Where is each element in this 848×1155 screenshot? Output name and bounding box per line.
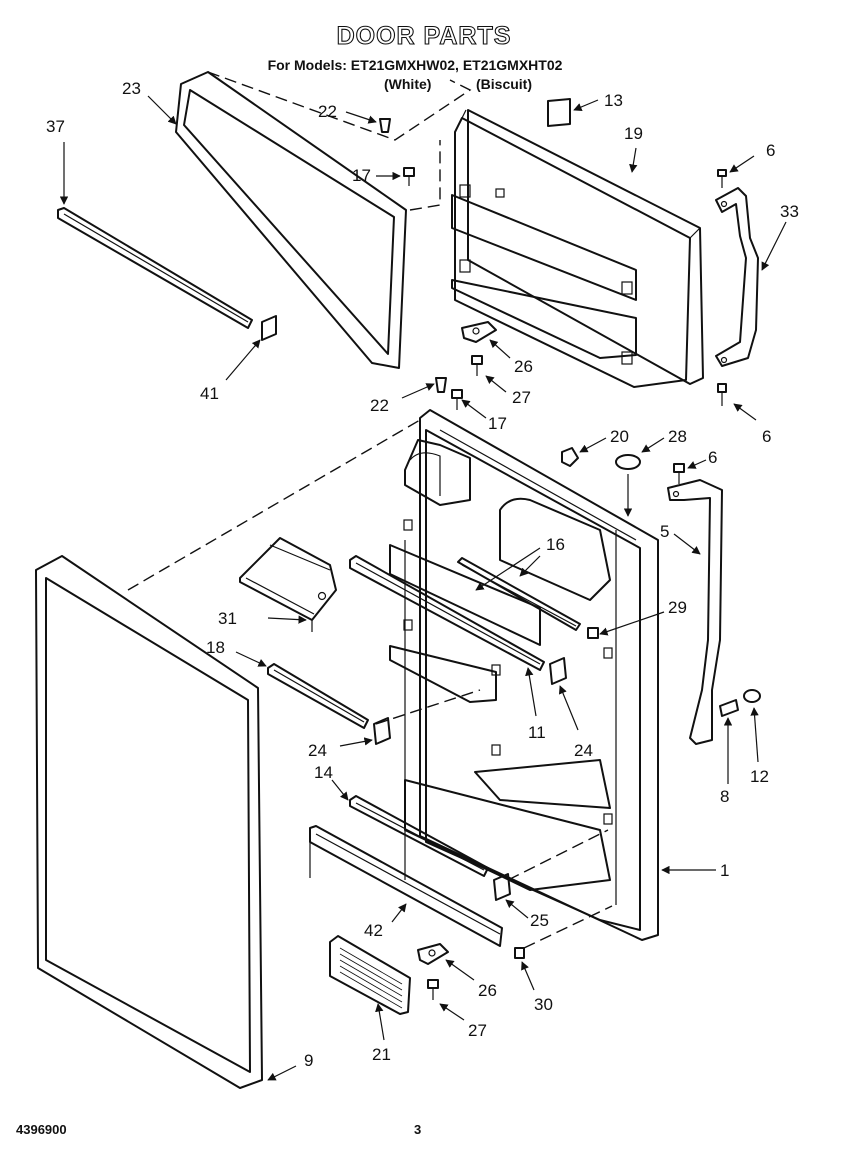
bar-14 xyxy=(349,795,489,877)
callout-26-lower: 26 xyxy=(478,981,497,1000)
callout-23: 23 xyxy=(122,79,141,98)
callout-22-upper: 22 xyxy=(318,102,337,121)
plug-12 xyxy=(743,689,761,703)
dashed-guide-9 xyxy=(127,419,421,591)
bottom-hinge xyxy=(417,943,449,1000)
dashed-guide-24 xyxy=(375,689,481,725)
hinge-bushing-upper xyxy=(379,118,391,133)
callout-20: 20 xyxy=(610,427,629,446)
variant-biscuit-label: (Biscuit) xyxy=(476,76,532,92)
callout-17-upper: 17 xyxy=(352,166,371,185)
hinge-screw-upper xyxy=(403,167,415,186)
dashed-guide-17 xyxy=(409,140,441,211)
callout-25: 25 xyxy=(530,911,549,930)
leader-lines xyxy=(59,95,787,1081)
end-cap-41 xyxy=(261,315,277,341)
footer-part-number: 4396900 xyxy=(16,1122,67,1137)
screw-8 xyxy=(719,699,739,717)
callout-22-lower: 22 xyxy=(370,396,389,415)
callout-41: 41 xyxy=(200,384,219,403)
center-hinge-upper xyxy=(461,321,497,376)
freezer-door-liner xyxy=(451,109,704,388)
bar-18 xyxy=(267,663,369,729)
callout-42: 42 xyxy=(364,921,383,940)
callout-6-top: 6 xyxy=(766,141,775,160)
callout-24-left: 24 xyxy=(308,741,327,760)
footer-page-number: 3 xyxy=(414,1122,422,1137)
models-line: For Models: ET21GMXHW02, ET21GMXHT02 xyxy=(267,57,563,73)
end-cap-25 xyxy=(493,873,511,901)
fresh-food-door-gasket xyxy=(35,555,263,1089)
dairy-door xyxy=(239,537,337,632)
fresh-food-handle xyxy=(667,479,723,745)
variant-white-label: (White) xyxy=(384,76,432,92)
callout-24-right: 24 xyxy=(574,741,593,760)
clip-29 xyxy=(587,627,599,639)
handle-screw-top xyxy=(717,169,727,188)
label-13 xyxy=(547,98,571,127)
bar-16 xyxy=(457,557,581,631)
callout-13: 13 xyxy=(604,91,623,110)
hinge-screw-lower xyxy=(451,389,463,410)
callout-16: 16 xyxy=(546,535,565,554)
end-cap-24-right xyxy=(549,657,567,685)
plug-20 xyxy=(561,447,579,467)
dashed-guide-25 xyxy=(507,829,609,881)
page-title: DOOR PARTS xyxy=(336,21,512,50)
callout-14: 14 xyxy=(314,763,333,782)
dashed-guide-23 xyxy=(207,71,472,141)
callout-6-mid: 6 xyxy=(762,427,771,446)
callout-30: 30 xyxy=(534,995,553,1014)
callout-29: 29 xyxy=(668,598,687,617)
bar-42 xyxy=(309,825,503,947)
callout-33: 33 xyxy=(780,202,799,221)
callout-8: 8 xyxy=(720,787,729,806)
callout-37: 37 xyxy=(46,117,65,136)
freezer-bar-37 xyxy=(57,207,253,329)
grille-21 xyxy=(329,935,411,1015)
callout-31: 31 xyxy=(218,609,237,628)
callout-6-lower: 6 xyxy=(708,448,717,467)
end-cap-24-left xyxy=(373,717,391,745)
callout-11: 11 xyxy=(528,723,546,742)
freezer-door-gasket xyxy=(175,71,407,369)
shelf-bar-11 xyxy=(349,555,545,671)
callout-21: 21 xyxy=(372,1045,391,1064)
clip-30 xyxy=(514,947,525,959)
callout-17-lower: 17 xyxy=(488,414,507,433)
callout-labels: 23 22 13 37 17 19 6 33 41 26 27 6 22 17 … xyxy=(46,79,799,1070)
callout-27-lower: 27 xyxy=(468,1021,487,1040)
callout-19: 19 xyxy=(624,124,643,143)
callout-12: 12 xyxy=(750,767,769,786)
handle-screw-6c xyxy=(673,463,685,484)
cap-28 xyxy=(615,454,641,470)
dashed-guide-30 xyxy=(523,905,613,949)
callout-26-upper: 26 xyxy=(514,357,533,376)
callout-27-upper: 27 xyxy=(512,388,531,407)
hinge-bushing-lower xyxy=(435,377,447,393)
callout-1: 1 xyxy=(720,861,729,880)
callout-5: 5 xyxy=(660,522,669,541)
freezer-door-handle xyxy=(715,187,759,367)
callout-28: 28 xyxy=(668,427,687,446)
callout-9: 9 xyxy=(304,1051,313,1070)
callout-18: 18 xyxy=(206,638,225,657)
handle-screw-bottom xyxy=(717,383,727,406)
